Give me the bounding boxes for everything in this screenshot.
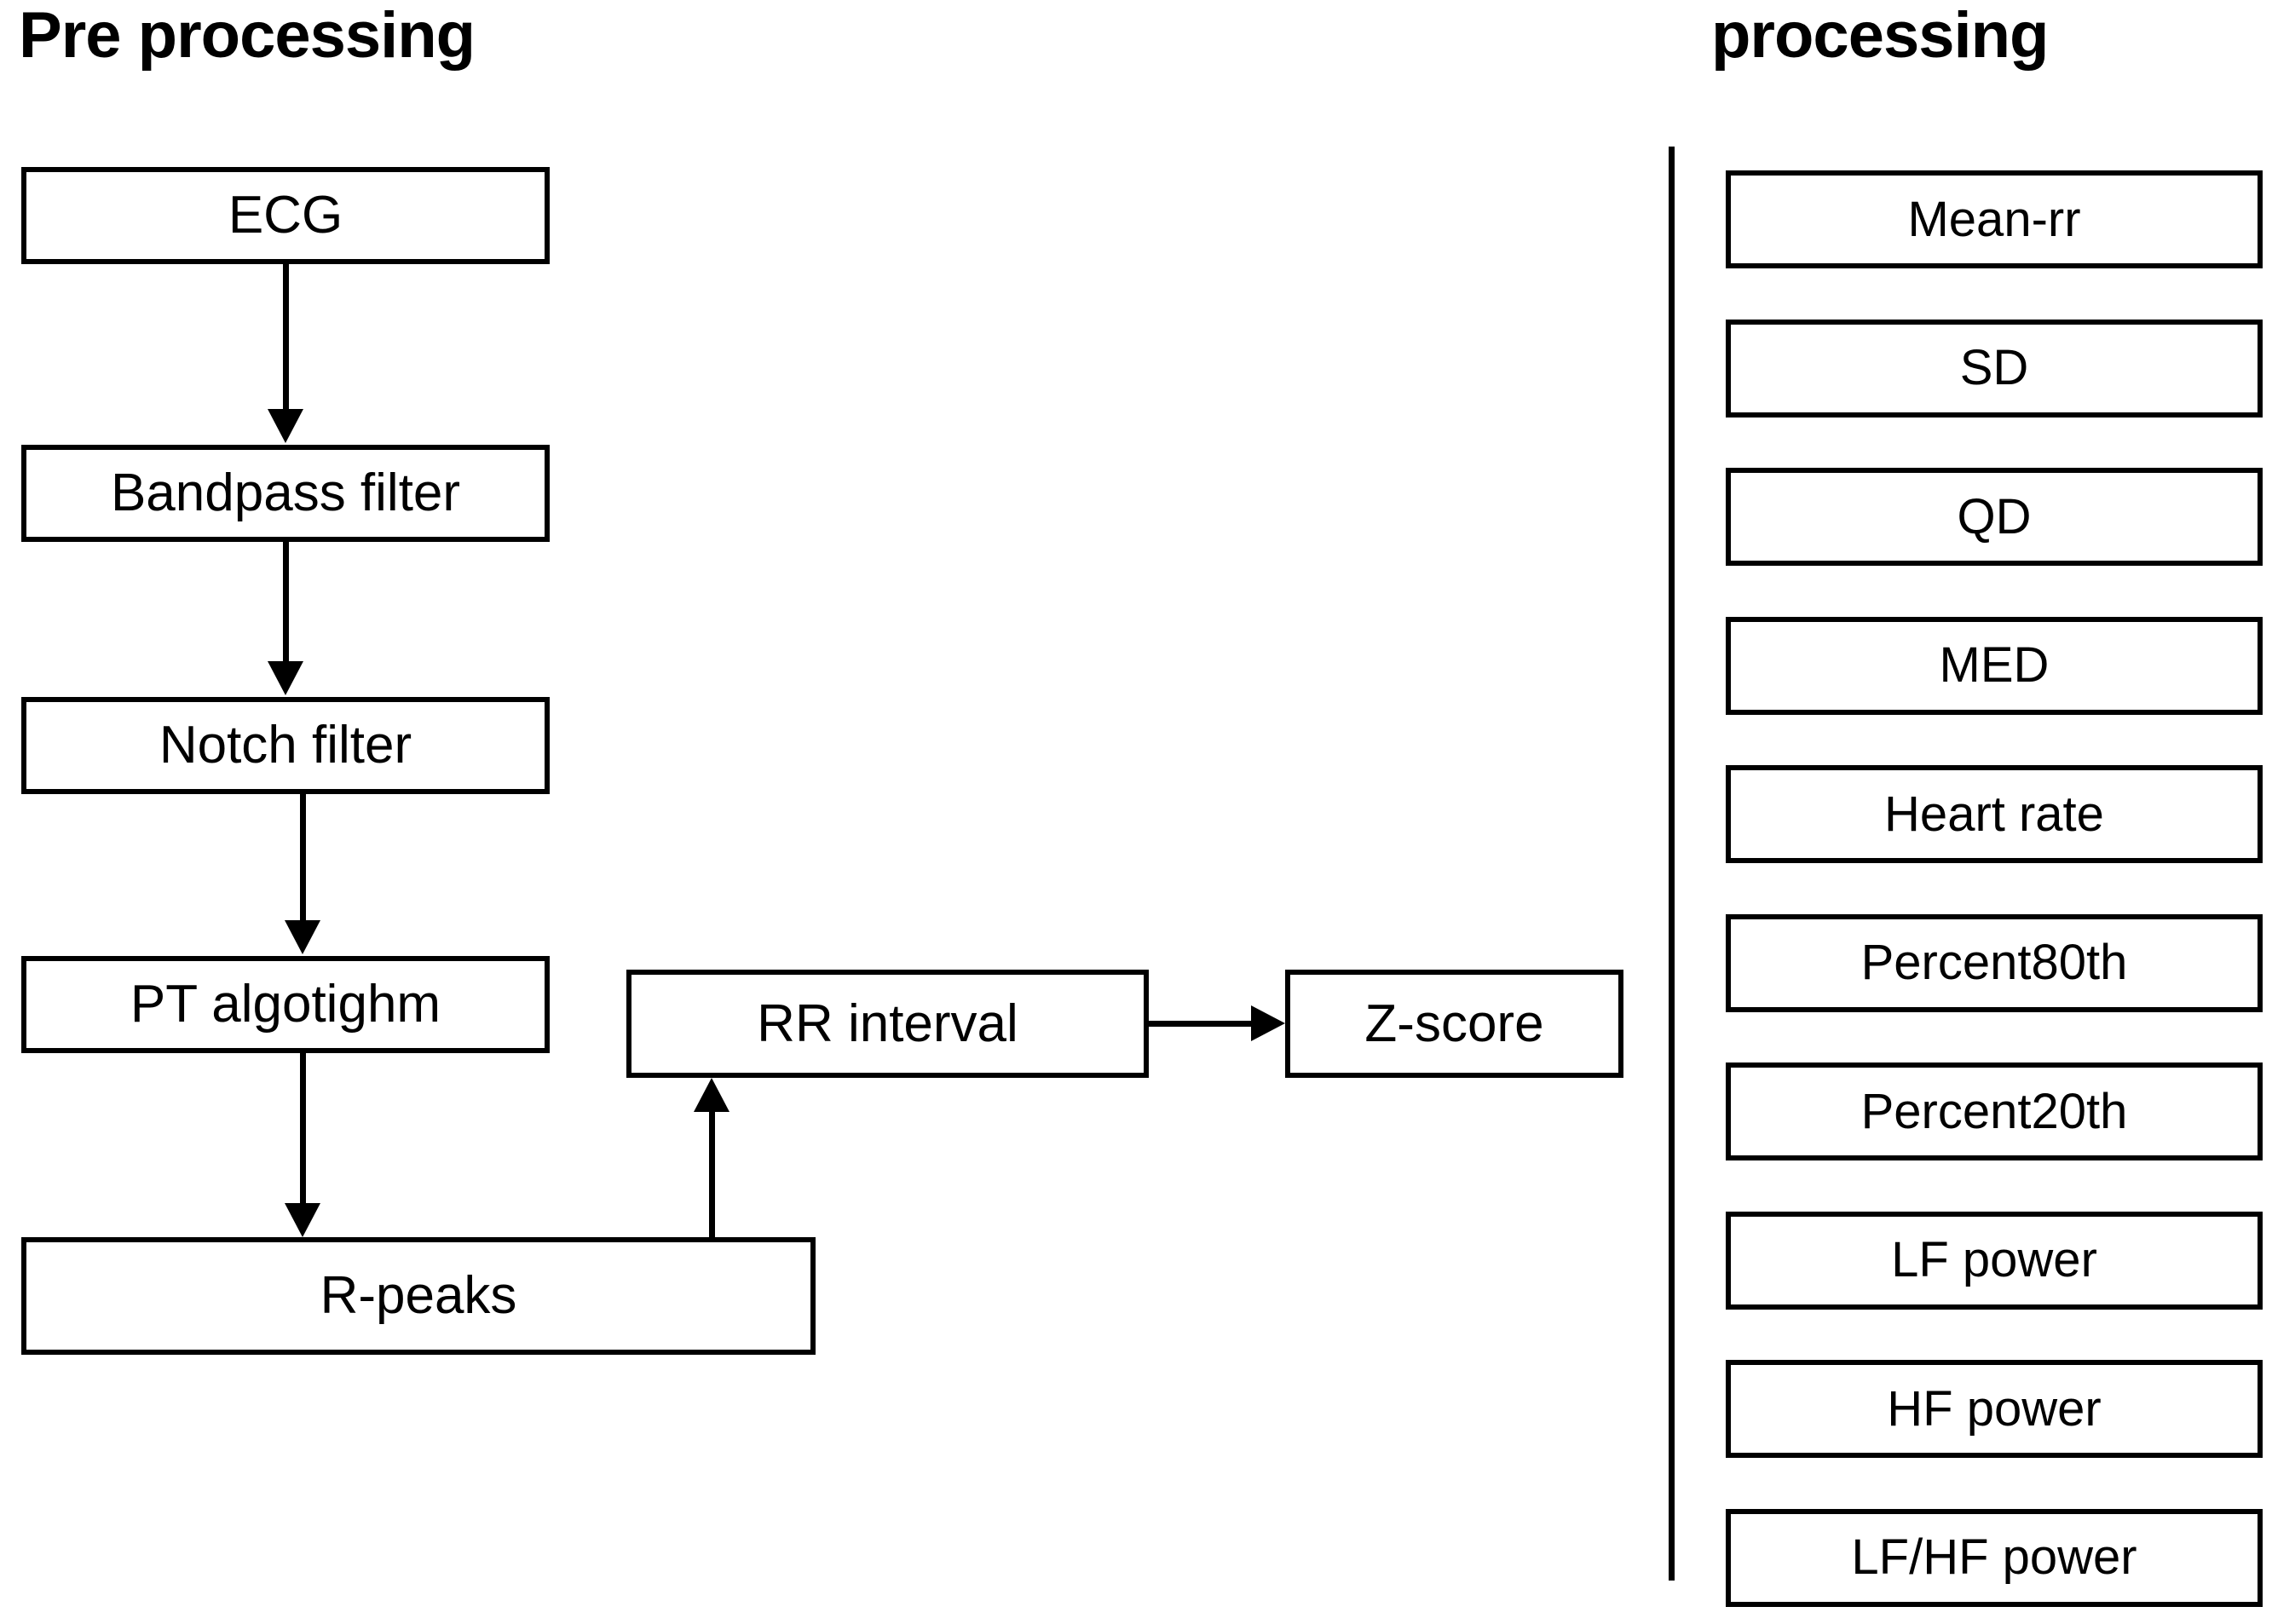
node-ecg-label: ECG bbox=[228, 186, 343, 245]
feature-heart-rate-label: Heart rate bbox=[1884, 786, 2104, 842]
edge-notch-to-pt-line bbox=[300, 794, 306, 922]
feature-percent20th-label: Percent20th bbox=[1860, 1083, 2128, 1139]
node-r-peaks[interactable]: R-peaks bbox=[21, 1237, 816, 1355]
feature-qd[interactable]: QD bbox=[1726, 468, 2263, 567]
node-rr-interval[interactable]: RR interval bbox=[626, 970, 1149, 1078]
edge-rr-to-zscore-arrowhead bbox=[1251, 1005, 1285, 1041]
node-z-score-label: Z-score bbox=[1364, 993, 1544, 1053]
node-bandpass-filter-label: Bandpass filter bbox=[110, 464, 461, 522]
node-bandpass-filter[interactable]: Bandpass filter bbox=[21, 445, 550, 542]
feature-lf-power-label: LF power bbox=[1891, 1232, 2097, 1288]
feature-lf-power[interactable]: LF power bbox=[1726, 1211, 2263, 1310]
node-pt-algorithm[interactable]: PT algotighm bbox=[21, 956, 550, 1053]
feature-heart-rate[interactable]: Heart rate bbox=[1726, 765, 2263, 864]
feature-hf-power-label: HF power bbox=[1887, 1380, 2102, 1437]
feature-sd-label: SD bbox=[1959, 340, 2029, 396]
feature-percent80th[interactable]: Percent80th bbox=[1726, 913, 2263, 1012]
edge-bandpass-to-notch-arrowhead bbox=[268, 661, 303, 695]
edge-ecg-to-bandpass-line bbox=[283, 264, 289, 411]
processing-section-title: processing bbox=[1711, 0, 2049, 72]
node-rr-interval-label: RR interval bbox=[757, 993, 1018, 1053]
feature-mean-rr[interactable]: Mean-rr bbox=[1726, 170, 2263, 268]
node-pt-algorithm-label: PT algotighm bbox=[130, 975, 441, 1034]
feature-med[interactable]: MED bbox=[1726, 616, 2263, 715]
edge-notch-to-pt-arrowhead bbox=[285, 920, 320, 954]
edge-pt-to-rpeaks-arrowhead bbox=[285, 1203, 320, 1237]
feature-list: Mean-rr SD QD MED Heart rate Percent80th… bbox=[1726, 170, 2263, 1607]
node-z-score[interactable]: Z-score bbox=[1285, 970, 1623, 1078]
edge-rr-to-zscore-line bbox=[1149, 1021, 1258, 1027]
node-r-peaks-label: R-peaks bbox=[320, 1266, 517, 1325]
feature-qd-label: QD bbox=[1957, 488, 2032, 544]
edge-pt-to-rpeaks-line bbox=[300, 1053, 306, 1205]
feature-lf-hf-power[interactable]: LF/HF power bbox=[1726, 1508, 2263, 1607]
feature-sd[interactable]: SD bbox=[1726, 319, 2263, 418]
feature-mean-rr-label: Mean-rr bbox=[1907, 191, 2081, 247]
edge-bandpass-to-notch-line bbox=[283, 542, 289, 663]
feature-lf-hf-power-label: LF/HF power bbox=[1851, 1529, 2137, 1586]
node-notch-filter-label: Notch filter bbox=[159, 716, 412, 775]
edge-rpeaks-to-rr-line bbox=[709, 1109, 715, 1241]
node-notch-filter[interactable]: Notch filter bbox=[21, 697, 550, 794]
feature-percent80th-label: Percent80th bbox=[1860, 935, 2128, 991]
node-ecg[interactable]: ECG bbox=[21, 167, 550, 264]
processing-section-divider bbox=[1669, 147, 1675, 1581]
feature-hf-power[interactable]: HF power bbox=[1726, 1360, 2263, 1459]
edge-rpeaks-to-rr-arrowhead bbox=[694, 1078, 729, 1112]
feature-med-label: MED bbox=[1939, 637, 2050, 694]
preprocessing-section-title: Pre processing bbox=[19, 0, 476, 72]
edge-ecg-to-bandpass-arrowhead bbox=[268, 409, 303, 443]
feature-percent20th[interactable]: Percent20th bbox=[1726, 1063, 2263, 1161]
